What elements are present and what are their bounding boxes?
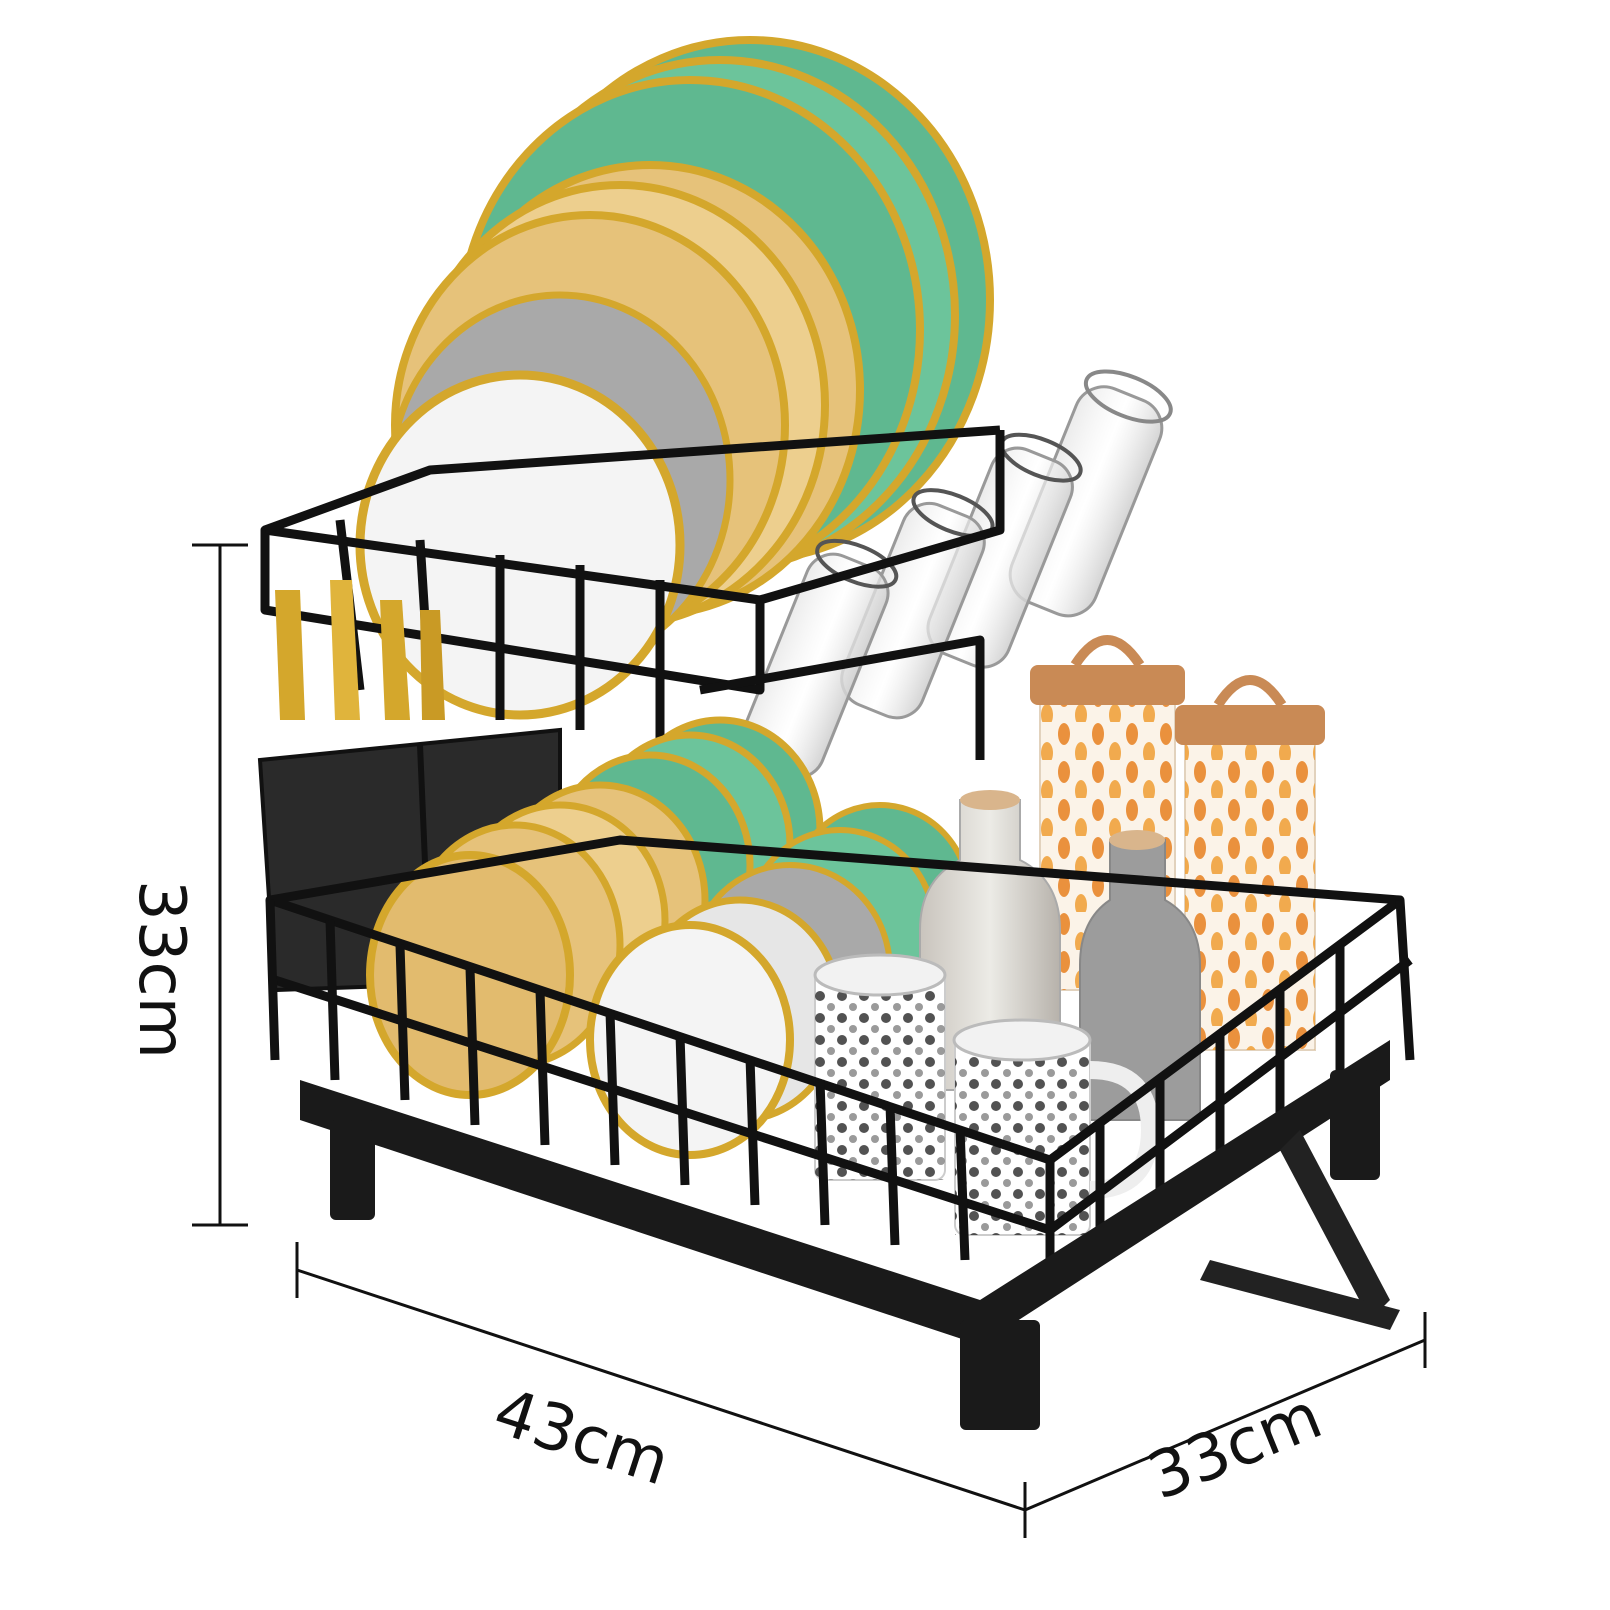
lower-rack-frame <box>265 835 1415 1261</box>
depth-label: 33cm <box>1138 1379 1332 1515</box>
depth-dimension-line <box>1024 1312 1427 1512</box>
width-label: 43cm <box>485 1375 678 1501</box>
height-label: 33cm <box>124 880 198 1059</box>
drinking-glasses <box>740 369 1173 780</box>
height-dimension-line <box>192 543 248 1227</box>
drip-tray <box>300 1040 1400 1430</box>
